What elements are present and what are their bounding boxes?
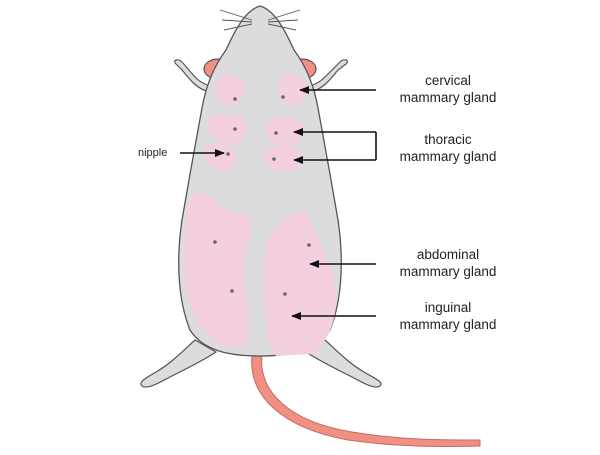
cervical-gland-right	[277, 73, 308, 106]
cervical-gland-left	[214, 74, 245, 106]
abdominal-label-line2: mammary gland	[399, 264, 497, 279]
nipple-dot	[226, 152, 230, 156]
left-hindlimb	[140, 339, 218, 388]
thoracic-gland-right-upper	[264, 116, 304, 146]
nipple-dot	[230, 289, 234, 293]
inguinal-gland-label: inguinal mammary gland	[388, 299, 508, 333]
thoracic-gland-right-lower	[263, 145, 301, 172]
nipple-dot	[272, 157, 276, 161]
thoracic-label-line1: thoracic	[424, 132, 472, 147]
cervical-gland-label: cervical mammary gland	[388, 72, 508, 106]
nipple-dot	[274, 131, 278, 135]
nipple-label-text: nipple	[138, 147, 168, 159]
nipple-dot	[281, 95, 285, 99]
right-forelimb	[304, 59, 348, 93]
abdominal-gland-label: abdominal mammary gland	[388, 246, 508, 280]
left-forelimb	[174, 59, 216, 93]
abdominal-inguinal-gland-right	[263, 212, 337, 356]
pointer-arrows	[180, 86, 377, 320]
nipple-dot	[233, 97, 237, 101]
nipples	[213, 95, 311, 296]
cervical-label-line2: mammary gland	[399, 90, 497, 105]
nipple-dot	[233, 127, 237, 131]
right-hindlimb	[304, 339, 382, 388]
thoracic-gland-left-upper	[208, 113, 247, 145]
nipple-dot	[213, 240, 217, 244]
nipple-dot	[307, 243, 311, 247]
thoracic-label-line2: mammary gland	[399, 149, 497, 164]
mouse-tail	[251, 354, 481, 447]
abdominal-inguinal-gland-left	[183, 193, 253, 348]
nipple-label: nipple	[138, 147, 167, 160]
inguinal-label-line1: inguinal	[424, 300, 472, 315]
inguinal-label-line2: mammary gland	[399, 317, 497, 332]
thoracic-gland-label: thoracic mammary gland	[388, 131, 508, 165]
cervical-label-line1: cervical	[425, 73, 471, 88]
nipple-dot	[283, 292, 287, 296]
whiskers	[219, 9, 301, 31]
abdominal-label-line1: abdominal	[416, 247, 480, 262]
